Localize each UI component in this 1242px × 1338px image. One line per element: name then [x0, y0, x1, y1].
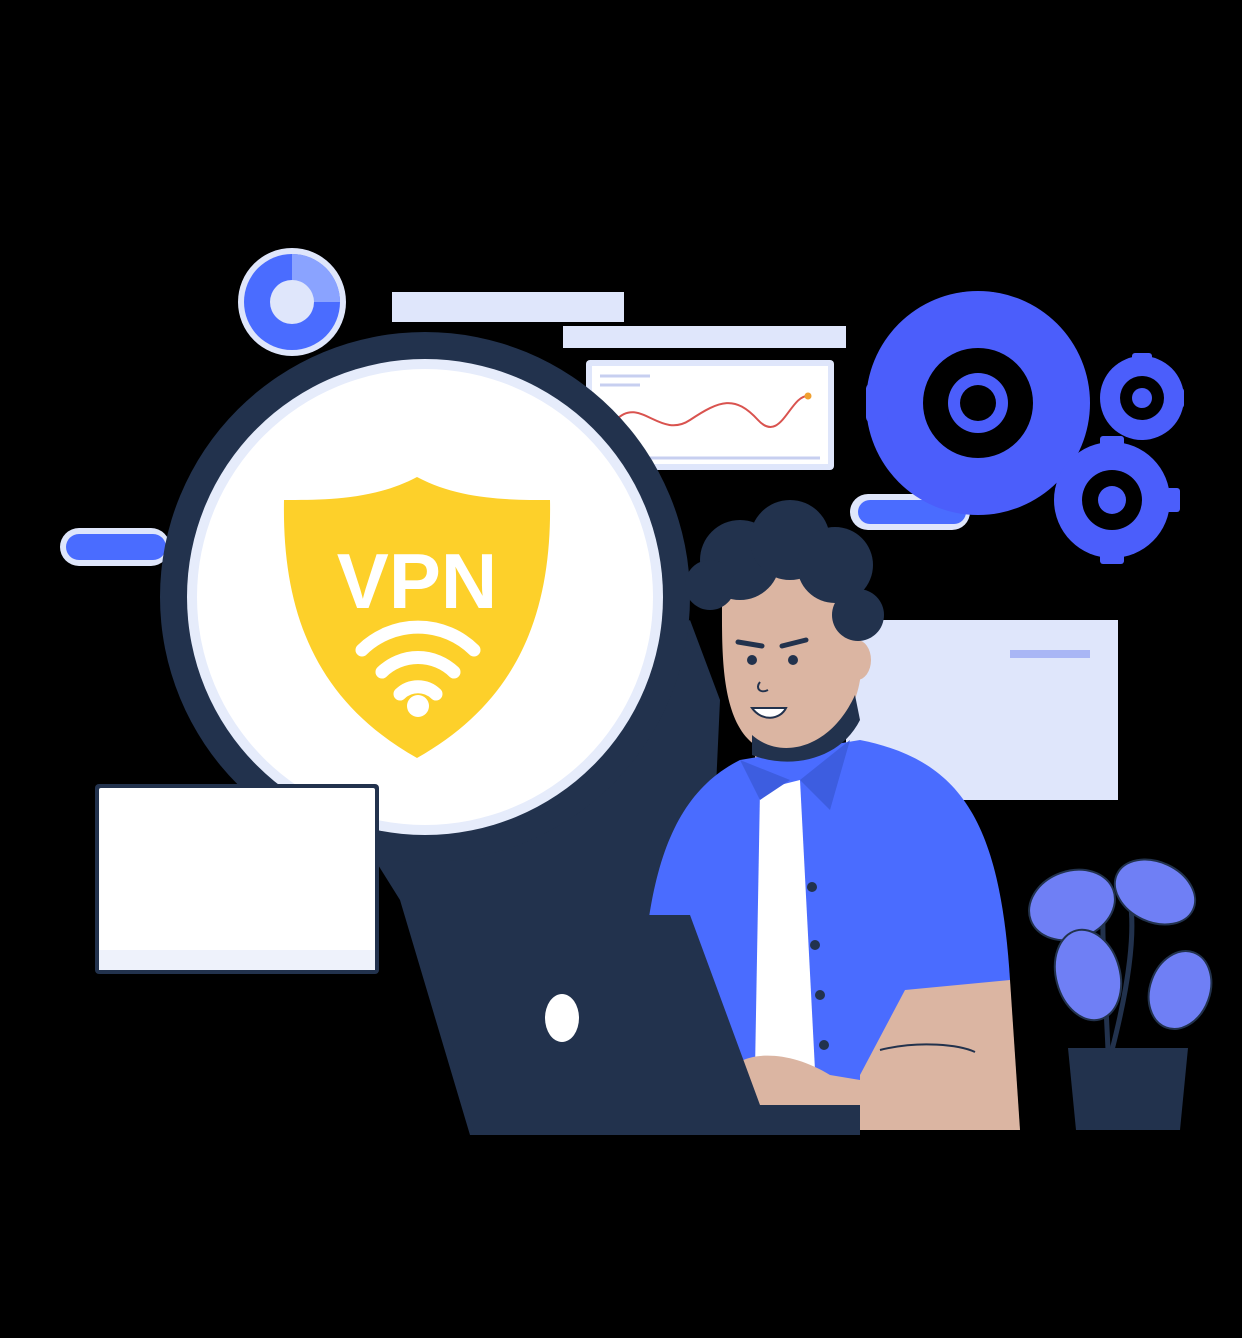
right-panel-dot	[1010, 650, 1090, 658]
wifi-icon	[355, 620, 481, 701]
small-gear-icon	[1100, 353, 1184, 440]
pie-chart-icon	[238, 248, 346, 356]
laptop-icon	[420, 915, 860, 1135]
laptop-logo	[545, 994, 579, 1042]
large-gear-icon	[866, 291, 1090, 515]
left-pill-inner	[66, 534, 166, 560]
top-bar	[392, 292, 624, 322]
decorative-bars	[60, 292, 1118, 800]
wifi-dot	[407, 695, 429, 717]
medium-gear-icon	[1054, 436, 1180, 564]
top-bar-2	[563, 326, 846, 348]
white-card	[95, 784, 379, 974]
potted-plant-icon	[1028, 858, 1213, 1130]
vpn-shield-icon: VPN	[283, 477, 551, 758]
vpn-label: VPN	[337, 537, 497, 625]
